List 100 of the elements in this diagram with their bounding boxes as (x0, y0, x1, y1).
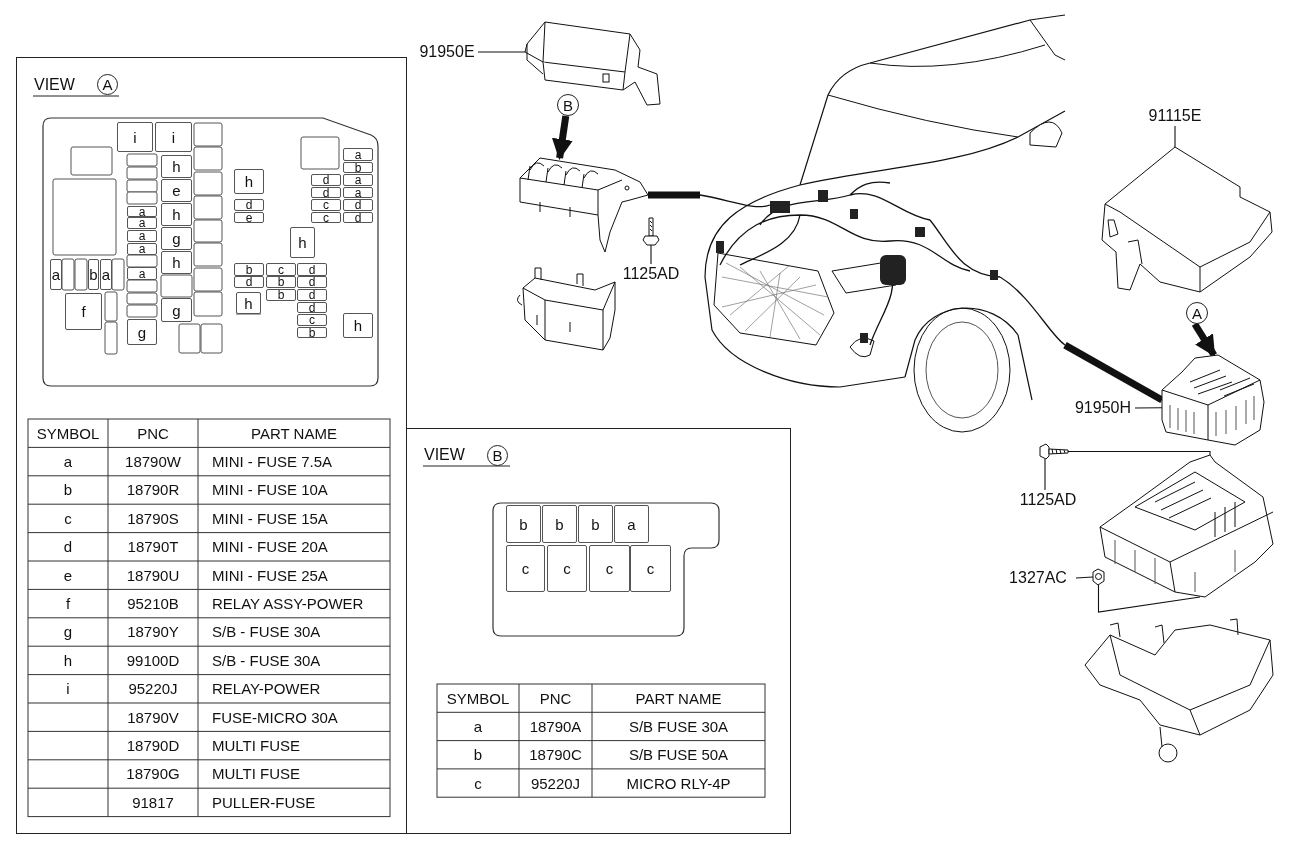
fuse-slot: h (161, 155, 192, 178)
table-cell-text: 18790R (125, 480, 181, 501)
fuse-slot: b (234, 263, 264, 276)
bolt-drawing (642, 218, 660, 245)
fuse-slot: d (297, 263, 327, 276)
fuse-slot: d (311, 174, 341, 186)
table-cell-text: MINI - FUSE 10A (211, 480, 329, 501)
table-cell-text: MINI - FUSE 20A (211, 537, 329, 558)
fuse-slot: b (266, 289, 296, 301)
part-number: 1125AD (1015, 490, 1081, 510)
table-cell-text: f (64, 594, 72, 615)
table-cell-text: 18790A (528, 716, 583, 737)
fuse-slot: a (50, 259, 62, 290)
fuse-slot: c (297, 314, 327, 326)
fuse-slot: g (161, 298, 192, 322)
part-number: 1125AD (618, 264, 684, 284)
table-cell-text: h (62, 650, 74, 671)
fuse-slot: d (297, 302, 327, 313)
table-cell-text: MINI - FUSE 25A (211, 565, 329, 586)
fuse-slot: h (234, 169, 264, 194)
fuse-slot: d (234, 276, 264, 288)
table-cell-text: a (472, 716, 484, 737)
fuse-slot: h (343, 313, 373, 338)
leader-line (477, 51, 526, 53)
leader-line (1097, 584, 1201, 613)
table-cell-text: c (63, 508, 73, 529)
fuse-slot: b (343, 162, 373, 173)
fuse-slot: c (589, 545, 630, 592)
table-cell-text: S/B FUSE 50A (627, 745, 730, 766)
table-cell-text: 18790W (124, 452, 182, 473)
leader-line (650, 244, 652, 265)
fuse-slot: c (506, 545, 545, 592)
table-cell-text: 18790G (125, 764, 181, 785)
table-header: SYMBOL (445, 688, 511, 709)
fuse-slot: d (343, 212, 373, 223)
table-cell-text: e (62, 565, 74, 586)
part-number: 91950H (1071, 398, 1135, 418)
fuse-slot: c (311, 199, 341, 211)
fuse-slot: a (127, 267, 157, 280)
fuse-slot: c (547, 545, 587, 592)
table-cell-text: MINI - FUSE 15A (211, 508, 329, 529)
table-cell-text: d (62, 537, 74, 558)
table-cell-text: PULLER-FUSE (211, 792, 317, 813)
table-cell-text: a (62, 452, 74, 473)
fuse-slot: d (234, 199, 264, 211)
fuse-box-cover-drawing (1102, 147, 1273, 293)
fuse-slot: b (266, 276, 296, 288)
arrow (1191, 322, 1217, 357)
table-cell-text: 99100D (125, 650, 181, 671)
fuse-slot: a (127, 206, 157, 217)
fuse-slot: a (343, 148, 373, 161)
fuse-slot: d (297, 289, 327, 301)
fuse-slot: h (161, 251, 192, 274)
table-cell-text: 18790U (125, 565, 181, 586)
fuse-slot: a (100, 259, 112, 290)
table-cell-text: S/B FUSE 30A (627, 716, 730, 737)
leader-line (1075, 576, 1094, 579)
table-cell-text: i (65, 679, 71, 700)
table-cell-text: 18790T (126, 537, 180, 558)
fuse-slot: i (117, 122, 153, 152)
leader-line (1174, 125, 1176, 148)
fuse-slot: d (343, 199, 373, 211)
table-cell-text: 95210B (126, 594, 180, 615)
arrow (551, 115, 573, 161)
part-number: 91115E (1144, 106, 1206, 126)
fuse-slot: i (155, 122, 192, 152)
fuse-slot: h (236, 292, 261, 314)
table-cell-text: MULTI FUSE (211, 764, 302, 785)
table-cell-text: S/B - FUSE 30A (211, 650, 322, 671)
fuse-slot: f (65, 293, 102, 330)
table-cell-text: 18790V (126, 707, 180, 728)
table-cell-text: RELAY-POWER (211, 679, 322, 700)
table-cell-text: 91817 (131, 792, 175, 813)
table-header: PNC (538, 688, 573, 709)
table-cell-text: MICRO RLY-4P (625, 773, 732, 794)
fuse-slot: g (127, 319, 157, 345)
fuse-slot: c (266, 263, 296, 276)
fuse-slot: a (127, 243, 157, 255)
view-title: VIEW (424, 445, 466, 465)
fuse-slot: d (297, 276, 327, 288)
fuse-slot: c (630, 545, 671, 592)
fuse-slot: a (127, 230, 157, 242)
fuse-slot: a (614, 505, 649, 543)
fuse-slot: b (297, 327, 327, 338)
part-number: 1327AC (1000, 568, 1076, 588)
table-cell-text: b (472, 745, 484, 766)
table-cell-text: FUSE-MICRO 30A (211, 707, 339, 728)
table-cell-text: S/B - FUSE 30A (211, 622, 322, 643)
table-cell-text: 18790S (126, 508, 180, 529)
table-header: PNC (136, 423, 170, 444)
table-cell-text: MULTI FUSE (211, 736, 302, 757)
fuse-slot: a (343, 174, 373, 186)
table-cell-text: MINI - FUSE 7.5A (211, 452, 334, 473)
table-cell-text: 18790C (528, 745, 583, 766)
fuse-slot: h (161, 203, 192, 226)
table-cell-text: 18790Y (126, 622, 180, 643)
fuse-box-drawing (1162, 355, 1265, 446)
fuse-box-drawing (1100, 455, 1273, 597)
table-cell-text: RELAY ASSY-POWER (211, 594, 365, 615)
view-marker: A (1186, 302, 1208, 324)
